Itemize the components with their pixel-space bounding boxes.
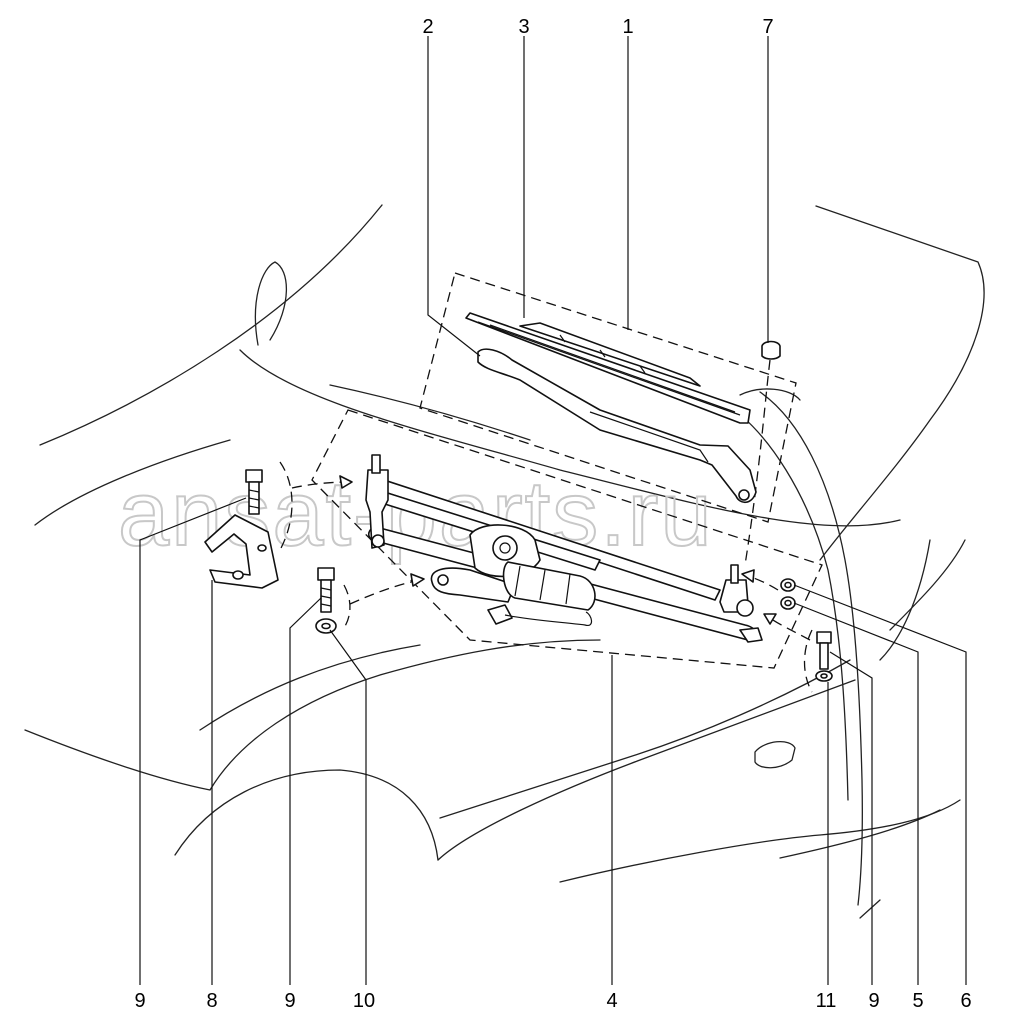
leader-lines (139, 36, 967, 985)
bolt-mid-bracket (343, 584, 351, 629)
wiper-arm (477, 348, 757, 504)
callout-4: 4 (606, 990, 617, 1012)
callout-9-middle: 9 (284, 990, 295, 1012)
callout-5: 5 (912, 990, 923, 1012)
callout-2: 2 (422, 16, 433, 38)
callout-6: 6 (960, 990, 971, 1012)
wiper-blade (465, 312, 751, 424)
callout-11: 11 (816, 990, 837, 1012)
callout-1: 1 (622, 16, 633, 38)
blade-arm-group-outline (419, 272, 797, 523)
mounting-bracket (204, 514, 279, 589)
assembly-arrows (291, 359, 811, 641)
right-bolt (816, 631, 832, 670)
nut-lower (780, 596, 796, 610)
callout-labels: 2 3 1 7 9 8 9 10 4 11 9 5 6 (134, 16, 971, 1012)
left-bolt (245, 469, 263, 515)
middle-bolt (317, 567, 335, 613)
wiper-linkage-motor (365, 454, 763, 643)
bolt-left-bracket (279, 461, 293, 551)
linkage-group-outline (311, 409, 823, 669)
callout-7: 7 (762, 16, 773, 38)
nut-upper (780, 578, 796, 592)
callout-10: 10 (353, 990, 375, 1012)
callout-3: 3 (518, 16, 529, 38)
right-washer (815, 670, 833, 682)
callout-8: 8 (206, 990, 217, 1012)
middle-washer (315, 618, 337, 634)
bolt-right-bracket (803, 629, 813, 693)
callout-9-left: 9 (134, 990, 145, 1012)
callout-9-right: 9 (868, 990, 879, 1012)
nut-cap (761, 340, 781, 360)
